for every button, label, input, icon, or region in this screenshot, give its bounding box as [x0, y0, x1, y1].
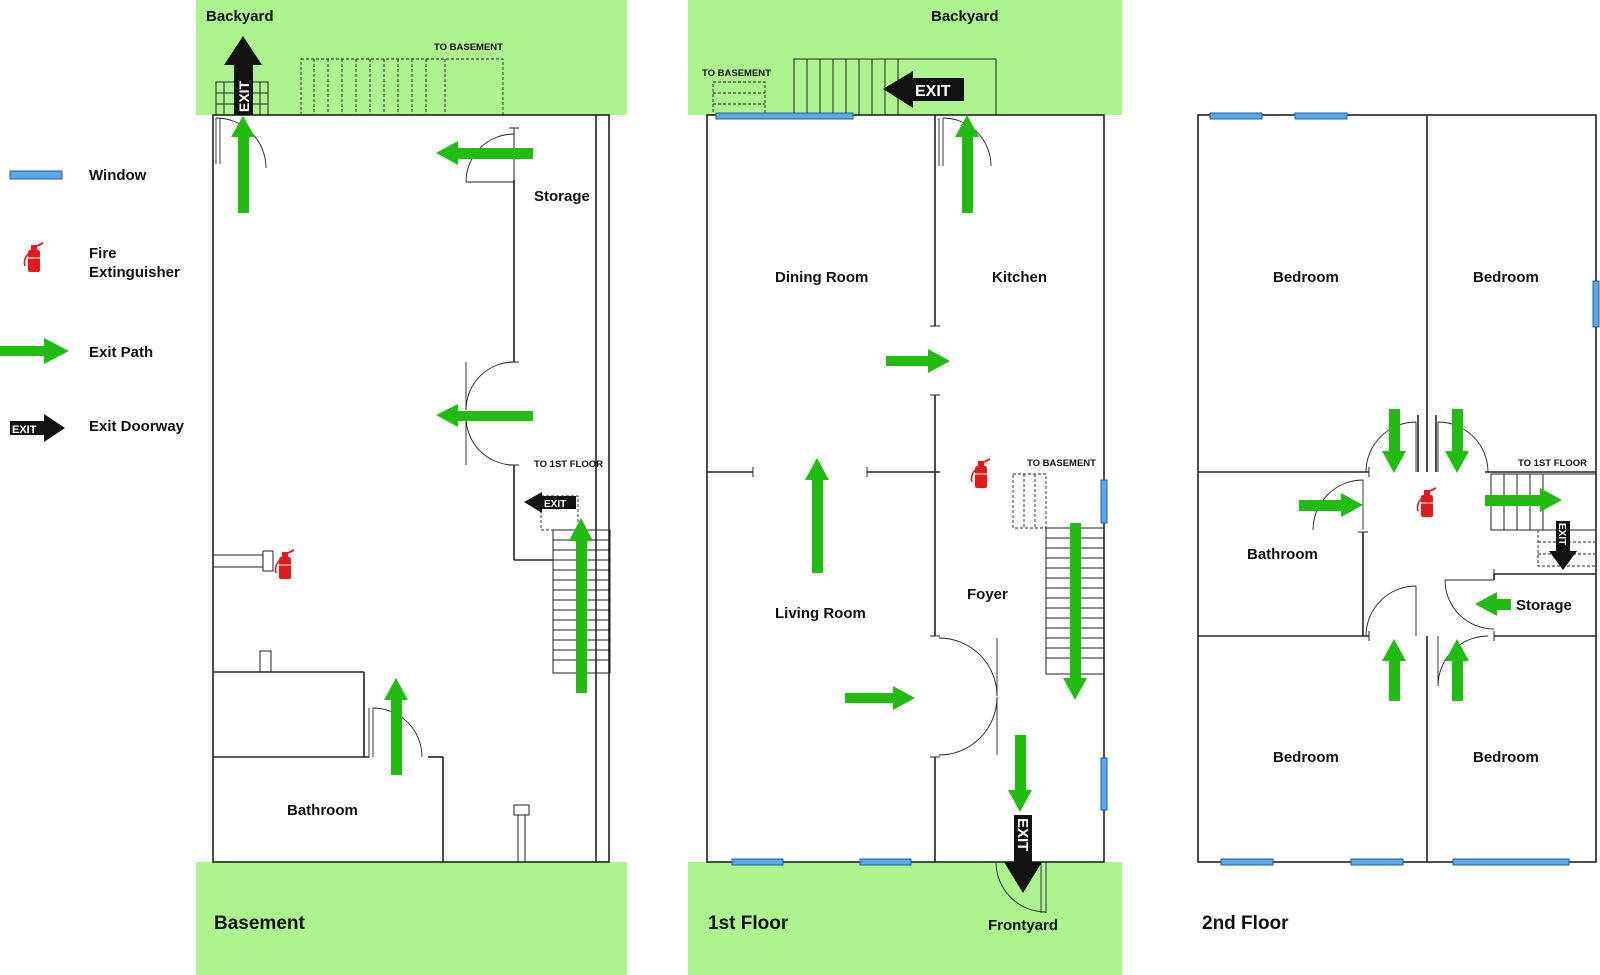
second-floor-fire-extinguisher-icon [1416, 487, 1437, 518]
exit-path-arrow [1382, 639, 1406, 701]
first-floor-plan: Backyard TO BASEMENT EXIT [702, 8, 1108, 934]
svg-text:EXIT: EXIT [12, 424, 37, 436]
second-floor-title: 2nd Floor [1202, 913, 1289, 934]
exit-path-arrow [231, 116, 255, 213]
frontyard-label: Frontyard [988, 917, 1058, 934]
exit-doorway-icon: EXIT [10, 414, 65, 442]
legend: Window Fire Extinguisher Exit Path EXIT … [0, 167, 185, 442]
svg-text:EXIT: EXIT [1556, 523, 1567, 545]
exit-path-arrow [1445, 409, 1469, 473]
basement-stair-exit-doorway: EXIT [524, 492, 576, 513]
kitchen-label: Kitchen [992, 269, 1047, 286]
basement-bathroom-label: Bathroom [287, 802, 358, 819]
window [1220, 858, 1274, 866]
dining-room-label: Dining Room [775, 269, 868, 286]
storage-label: Storage [1516, 597, 1572, 614]
exit-path-arrow [886, 349, 950, 373]
exit-path-arrow [1008, 735, 1032, 812]
exit-path-arrow-icon [0, 338, 69, 364]
living-room-label: Living Room [775, 605, 866, 622]
first-floor-back-exit-doorway: EXIT [883, 71, 964, 108]
exit-path-arrow [1485, 488, 1562, 512]
window [1100, 757, 1108, 811]
exit-path-arrow [436, 141, 533, 165]
first-floor-title: 1st Floor [708, 913, 789, 934]
basement-title: Basement [214, 913, 305, 934]
exit-path-arrow [1475, 592, 1511, 616]
legend-window-label: Window [89, 167, 147, 184]
first-floor-fire-extinguisher-icon [970, 458, 991, 489]
svg-text:EXIT: EXIT [1014, 818, 1031, 851]
basement-to-1st-floor-label: TO 1ST FLOOR [534, 459, 603, 470]
bedroom-top-left-label: Bedroom [1273, 269, 1339, 286]
first-floor-to-basement-foyer-label: TO BASEMENT [1027, 458, 1096, 469]
basement-to-basement-label: TO BASEMENT [434, 42, 503, 53]
bedroom-bottom-left-label: Bedroom [1273, 749, 1339, 766]
bathroom-label: Bathroom [1247, 546, 1318, 563]
legend-extinguisher-label-2: Extinguisher [89, 264, 180, 281]
svg-text:EXIT: EXIT [544, 499, 566, 510]
foyer-label: Foyer [967, 586, 1008, 603]
exit-path-arrow [569, 518, 593, 693]
exit-path-arrow [436, 404, 533, 427]
bedroom-top-right-label: Bedroom [1473, 269, 1539, 286]
second-floor-to-1st-floor-label: TO 1ST FLOOR [1518, 458, 1587, 469]
window [1592, 280, 1600, 328]
legend-extinguisher-label-1: Fire [89, 245, 117, 262]
svg-text:EXIT: EXIT [915, 83, 951, 100]
first-floor-front-exit-doorway: EXIT [1004, 815, 1042, 893]
exit-path-arrow [1445, 639, 1469, 701]
window [1452, 858, 1570, 866]
second-floor-plan: TO 1ST FLOOR Bedroom Bedroom Bathroom St… [1197, 112, 1600, 934]
exit-path-arrow [1382, 409, 1406, 473]
exit-path-arrow [845, 686, 915, 710]
second-floor-stair-exit-doorway: EXIT [1549, 521, 1577, 570]
window [1294, 112, 1348, 120]
fire-extinguisher-icon [23, 242, 44, 273]
basement-backyard-label: Backyard [206, 8, 274, 25]
basement-front-area [196, 862, 627, 975]
window [731, 858, 784, 866]
basement-back-exit-doorway: EXIT [224, 36, 262, 115]
basement-storage-label: Storage [534, 188, 590, 205]
exit-path-arrow [384, 678, 408, 775]
window [1350, 858, 1404, 866]
bedroom-bottom-right-label: Bedroom [1473, 749, 1539, 766]
first-floor-to-basement-back-label: TO BASEMENT [702, 68, 771, 79]
window [1100, 479, 1108, 524]
window [859, 858, 912, 866]
legend-window-swatch [9, 170, 63, 180]
legend-exit-doorway-label: Exit Doorway [89, 418, 185, 435]
window [1209, 112, 1263, 120]
legend-exit-path-label: Exit Path [89, 344, 153, 361]
first-floor-backyard-label: Backyard [931, 8, 999, 25]
first-floor-frontyard-area [688, 862, 1122, 975]
window [715, 112, 854, 120]
basement-plan: Backyard TO BASEMENT [206, 8, 611, 934]
exit-path-arrow [1063, 523, 1087, 700]
svg-text:EXIT: EXIT [236, 80, 252, 112]
exit-path-arrow [805, 458, 829, 573]
basement-fire-extinguisher-icon [274, 549, 295, 580]
exit-path-arrow [955, 115, 979, 213]
exit-path-arrow [1299, 493, 1363, 517]
